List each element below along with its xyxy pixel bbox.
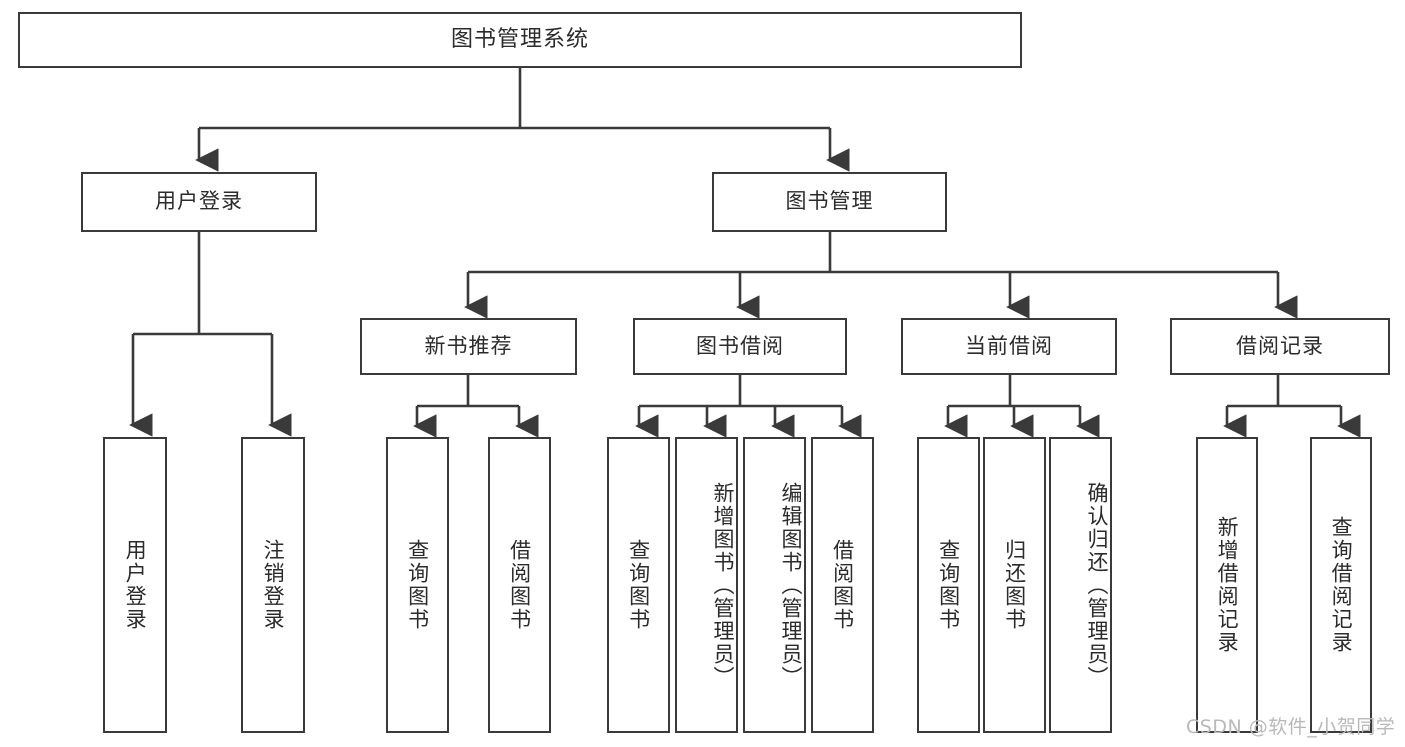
leaf-confirm-return[interactable]: 确认归还（管理员） bbox=[1049, 437, 1112, 733]
node-root-system[interactable]: 图书管理系统 bbox=[18, 12, 1022, 68]
leaf-query-book-borrow[interactable]: 查询图书 bbox=[607, 437, 670, 733]
node-book-borrow[interactable]: 图书借阅 bbox=[633, 318, 847, 375]
csdn-watermark: CSDN @软件_小贺同学 bbox=[1186, 716, 1396, 738]
node-user-login[interactable]: 用户登录 bbox=[81, 172, 317, 232]
leaf-query-borrow-record[interactable]: 查询借阅记录 bbox=[1310, 437, 1372, 733]
leaf-add-book[interactable]: 新增图书（管理员） bbox=[675, 437, 738, 733]
leaf-add-borrow-record[interactable]: 新增借阅记录 bbox=[1196, 437, 1258, 733]
leaf-query-book-recommend[interactable]: 查询图书 bbox=[386, 437, 449, 733]
leaf-borrow-book[interactable]: 借阅图书 bbox=[811, 437, 874, 733]
node-borrow-record[interactable]: 借阅记录 bbox=[1170, 318, 1390, 375]
node-current-borrow[interactable]: 当前借阅 bbox=[901, 318, 1117, 375]
leaf-user-login[interactable]: 用户登录 bbox=[103, 437, 167, 733]
leaf-borrow-book-recommend[interactable]: 借阅图书 bbox=[488, 437, 551, 733]
leaf-logout-login[interactable]: 注销登录 bbox=[241, 437, 305, 733]
leaf-edit-book[interactable]: 编辑图书（管理员） bbox=[743, 437, 806, 733]
leaf-query-book-current[interactable]: 查询图书 bbox=[917, 437, 980, 733]
node-new-book-recommend[interactable]: 新书推荐 bbox=[360, 318, 577, 375]
leaf-return-book[interactable]: 归还图书 bbox=[983, 437, 1046, 733]
node-book-management[interactable]: 图书管理 bbox=[712, 172, 947, 232]
